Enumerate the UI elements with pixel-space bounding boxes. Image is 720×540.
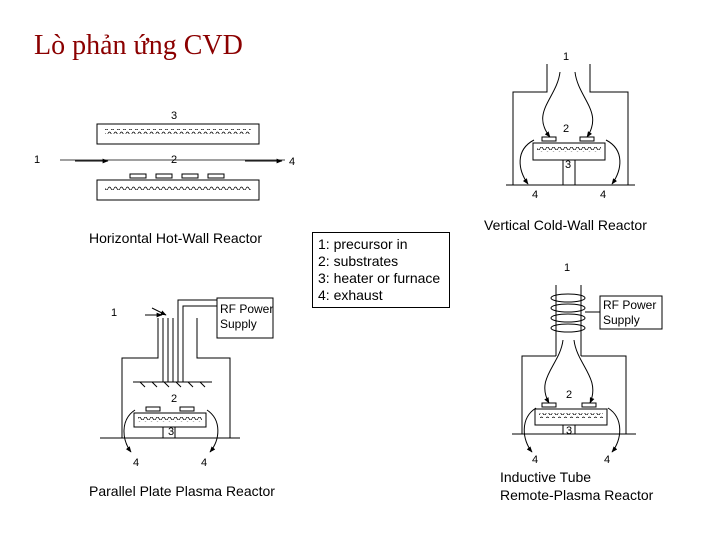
- precursor-label: 1: [34, 154, 41, 166]
- precursor-label: 1: [564, 262, 571, 274]
- substrates: [541, 402, 597, 408]
- lower-heater: [96, 179, 260, 201]
- substrate-label: 2: [171, 393, 178, 405]
- heater-support: [562, 159, 576, 186]
- exhaust-label-right: 4: [201, 457, 208, 469]
- heater-label: 3: [171, 110, 178, 122]
- horizontal-reactor: [60, 123, 285, 201]
- inductive-reactor: [512, 285, 663, 453]
- precursor-label: 1: [111, 307, 118, 319]
- chamber-wall: [121, 318, 231, 438]
- exhaust-label-left: 4: [532, 454, 539, 466]
- substrates: [145, 406, 195, 412]
- heater-label: 3: [168, 426, 175, 438]
- page-title: Lò phản ứng CVD: [34, 30, 243, 61]
- substrate-label: 2: [566, 389, 573, 401]
- substrates: [541, 136, 595, 142]
- rf-feed-line: [177, 299, 217, 382]
- exhaust-label: 4: [289, 156, 296, 168]
- exhaust-label-left: 4: [532, 189, 539, 201]
- exhaust-label-right: 4: [600, 189, 607, 201]
- upper-heater: [96, 123, 260, 145]
- substrate-label: 2: [563, 123, 570, 135]
- vertical-caption: Vertical Cold-Wall Reactor: [484, 217, 647, 233]
- heater-label: 3: [565, 159, 572, 171]
- inductive-caption-line1: Inductive Tube: [500, 469, 592, 485]
- rf-power-label: RF Power Supply: [220, 302, 274, 331]
- legend: 1: precursor in 2: substrates 3: heater …: [312, 232, 450, 308]
- substrates: [129, 173, 225, 179]
- legend-item: 1: precursor in: [318, 236, 408, 252]
- horizontal-caption: Horizontal Hot-Wall Reactor: [89, 230, 262, 246]
- rf-power-label: RF Power Supply: [603, 298, 657, 327]
- chamber-wall: [521, 355, 627, 434]
- legend-item: 3: heater or furnace: [318, 270, 441, 286]
- legend-item: 4: exhaust: [318, 287, 383, 303]
- substrate-label: 2: [171, 154, 178, 166]
- inductive-caption-line2: Remote-Plasma Reactor: [500, 487, 654, 503]
- showerhead-electrode: [133, 381, 212, 388]
- exhaust-label-right: 4: [604, 454, 611, 466]
- rf-power-supply: [216, 297, 274, 339]
- precursor-label: 1: [563, 51, 570, 63]
- heater-label: 3: [566, 425, 573, 437]
- legend-item: 2: substrates: [318, 253, 399, 269]
- exhaust-label-left: 4: [133, 457, 140, 469]
- vertical-reactor: [506, 64, 635, 186]
- rf-power-supply: [599, 295, 663, 330]
- inductive-coil: [550, 293, 586, 333]
- parallel-plate-reactor: [100, 297, 274, 453]
- parallel-caption: Parallel Plate Plasma Reactor: [89, 483, 275, 499]
- chamber-wall: [512, 64, 629, 185]
